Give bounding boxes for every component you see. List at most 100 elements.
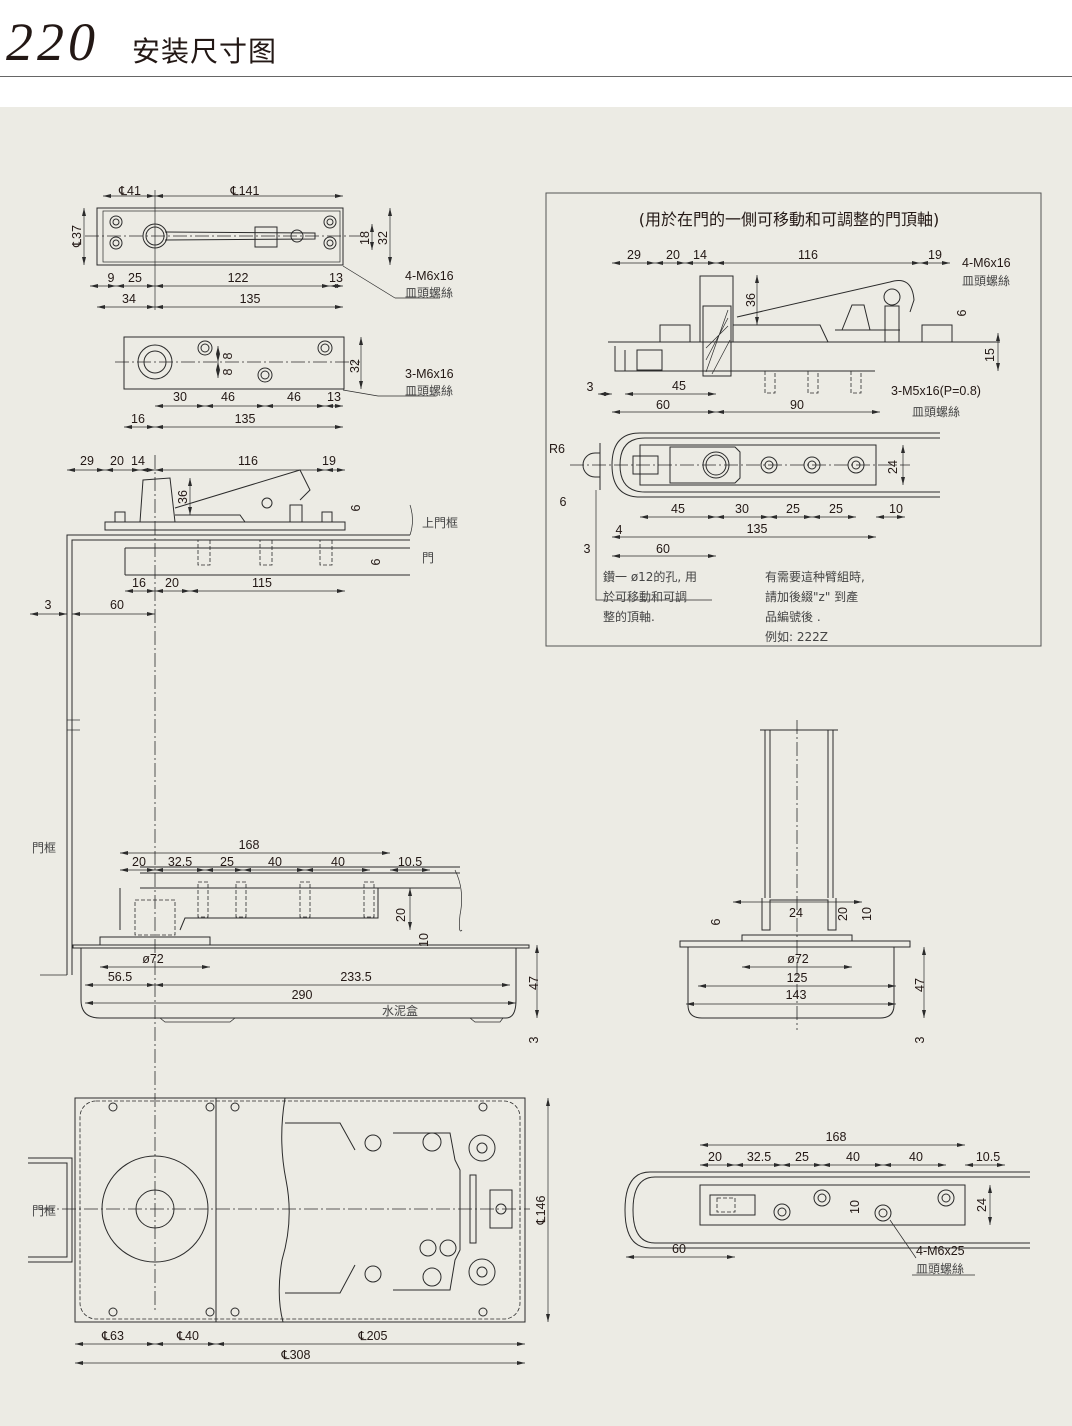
arm-plan-dims-label: 25 — [795, 1150, 809, 1164]
top-plate-screw-label: 4-M6x16 — [405, 269, 454, 283]
side-view-dims-label: 6 — [349, 504, 363, 511]
mount-plate-dims-label: 46 — [221, 390, 235, 404]
top-plate-dims-label: ℄41 — [118, 184, 141, 198]
side-view-dims-label: 29 — [80, 454, 94, 468]
side-view-dims-label: 19 — [322, 454, 336, 468]
floor-view-dims-label: 3 — [527, 1036, 541, 1043]
end-view-dims-label: 20 — [836, 907, 850, 921]
detail-box-screw-bottom-label: 3-M5x16(P=0.8) — [891, 384, 981, 398]
detail-box-dims-side-label: 6 — [955, 309, 969, 316]
arm-plan-dims-label: 10 — [848, 1200, 862, 1214]
detail-box-dims-side-label: 20 — [666, 248, 680, 262]
floor-view-dims-label: ø72 — [142, 952, 164, 966]
arm-plan-screw-label: 4-M6x25 — [916, 1244, 965, 1258]
side-view-dims-label: 16 — [132, 576, 146, 590]
mount-plate-dims-label: 30 — [173, 390, 187, 404]
floor-view-dims-label: 10 — [417, 933, 431, 947]
end-view-dims-label: 24 — [789, 906, 803, 920]
mount-plate-view — [115, 336, 436, 397]
arm-plan-dims-label: 60 — [672, 1242, 686, 1256]
end-view — [679, 720, 911, 1030]
detail-box-dims-side-label: 14 — [693, 248, 707, 262]
floor-view-dims-label: 40 — [331, 855, 345, 869]
detail-box-screw-bottom-type-label: 皿頭螺絲 — [912, 404, 960, 419]
side-view-dims-label: 115 — [252, 576, 272, 590]
floor-view-dims-label: 56.5 — [108, 970, 132, 984]
side-view-dims-label: 20 — [165, 576, 179, 590]
detail-box-dims-side-label: 45 — [672, 379, 686, 393]
mount-plate-dims-label: 8 — [221, 352, 235, 359]
floor-view-dims-label: 168 — [239, 838, 260, 852]
detail-box-note-drill-label: 於可移動和可調 — [603, 589, 687, 604]
detail-box-dims-plan-label: R6 — [549, 442, 565, 456]
detail-box-dims-side-label: 15 — [983, 348, 997, 362]
detail-box-dims-plan-label: 10 — [889, 502, 903, 516]
arm-plan-dims-label: 32.5 — [747, 1150, 771, 1164]
floor-view-dims-label: 32.5 — [168, 855, 192, 869]
mount-plate-dims-label: 135 — [235, 412, 256, 426]
detail-box-dims-plan-label: 3 — [584, 542, 591, 556]
page-header: 220 安装尺寸图 — [0, 0, 1072, 77]
detail-box-dims-side-label: 36 — [744, 293, 758, 307]
top-plate-view — [85, 190, 440, 310]
floor-view-dims-label: 20 — [394, 908, 408, 922]
plan-view-dims-label: ℄308 — [281, 1348, 311, 1362]
plan-view-door-frame-label: 門框 — [32, 1204, 56, 1218]
top-plate-screw-type-label: 皿頭螺絲 — [405, 285, 453, 300]
mount-plate-dims-label: 16 — [131, 412, 145, 426]
arm-plan-screw-type-label: 皿頭螺絲 — [916, 1261, 964, 1276]
detail-box-note-suffix-label: 請加後綴"z" 到產 — [765, 589, 858, 604]
model-number: 220 — [6, 12, 99, 72]
detail-box-dims-side-label: 29 — [627, 248, 641, 262]
top-plate-dims-label: 9 — [108, 271, 115, 285]
arm-plan-dims-label: 40 — [909, 1150, 923, 1164]
side-view-upper-frame-label: 上門框 — [422, 516, 458, 530]
detail-box-note-drill-label: 整的頂軸. — [603, 609, 655, 624]
arm-plan-dims-label: 40 — [846, 1150, 860, 1164]
drawing-sheet — [0, 107, 1072, 1426]
floor-view-dims-label: 290 — [292, 988, 313, 1002]
plan-view-dims-label: ℄205 — [358, 1329, 388, 1343]
top-plate-dims-label: ℄141 — [230, 184, 260, 198]
arm-plan-dims-label: 10.5 — [976, 1150, 1000, 1164]
side-view-dims-label: 60 — [110, 598, 124, 612]
top-plate-dims-label: 122 — [228, 271, 249, 285]
detail-box-note-drill-label: 鑽一 ø12的孔, 用 — [603, 569, 697, 584]
end-view-dims-label: 6 — [709, 918, 723, 925]
detail-box-dims-side-label: 90 — [790, 398, 804, 412]
detail-box-dims-plan-label: 6 — [560, 495, 567, 509]
detail-box-note-suffix-label: 例如: 222Z — [765, 629, 828, 644]
mount-plate-dims-label: 13 — [327, 390, 341, 404]
end-view-dims-label: 125 — [787, 971, 808, 985]
detail-box-note-suffix-label: 有需要這种臂組時, — [765, 569, 865, 584]
side-view-dims-label: 20 — [110, 454, 124, 468]
detail-box-dims-side-label: 19 — [928, 248, 942, 262]
screw-hole-icon — [108, 1102, 488, 1317]
arm-plan-view — [624, 1171, 1030, 1276]
side-view-dims-label: 6 — [369, 558, 383, 565]
top-plate-dims-label: ℄37 — [70, 225, 84, 248]
detail-box-screw-top-type-label: 皿頭螺絲 — [962, 273, 1010, 288]
mount-plate-screw-type-label: 皿頭螺絲 — [405, 383, 453, 398]
page-title: 安装尺寸图 — [132, 35, 278, 68]
floor-view-dims-label: 233.5 — [340, 970, 371, 984]
top-plate-dims-label: 135 — [240, 292, 261, 306]
mount-plate-screw-label: 3-M6x16 — [405, 367, 454, 381]
plan-view-dims-label: ℄146 — [534, 1196, 548, 1226]
side-view-door-label: 門 — [422, 551, 434, 565]
floor-closer-side-view — [72, 455, 530, 1310]
plan-view-dims-label: ℄40 — [176, 1329, 199, 1343]
arm-plan-dims-label: 20 — [708, 1150, 722, 1164]
detail-box-dims-plan-label: 45 — [671, 502, 685, 516]
detail-box-dims-plan-label: 25 — [829, 502, 843, 516]
mount-plate-dims-label: 46 — [287, 390, 301, 404]
side-view — [40, 469, 413, 976]
dimension-lines — [30, 194, 1005, 1365]
end-view-dims-label: 10 — [860, 907, 874, 921]
detail-box-dims-plan-label: 25 — [786, 502, 800, 516]
detail-box-dims-side-label: 116 — [798, 248, 818, 262]
detail-box-dims-plan-label: 135 — [747, 522, 768, 536]
floor-view-cement-box-label: 水泥盒 — [382, 1003, 418, 1018]
mount-plate-dims-label: 8 — [221, 368, 235, 375]
